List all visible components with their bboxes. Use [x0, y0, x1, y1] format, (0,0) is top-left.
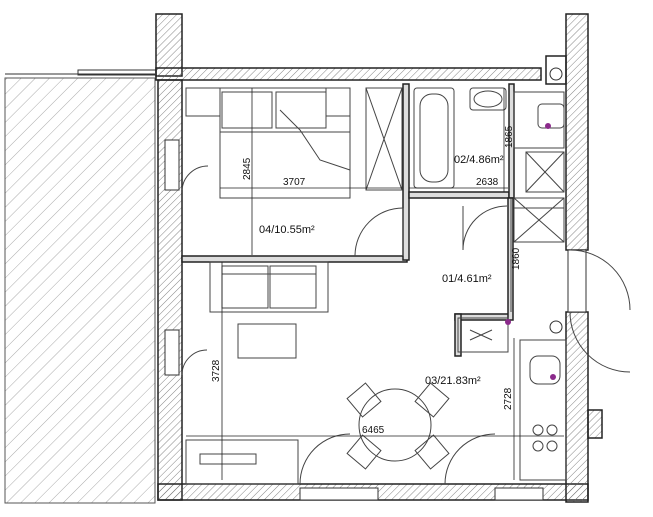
bed — [185, 87, 351, 199]
room-label-hall: 01/4.61m² — [442, 273, 492, 285]
kitchen-counter — [457, 317, 567, 481]
dining-table — [346, 382, 450, 470]
room-label-living: 03/21.83m² — [425, 375, 481, 387]
dim-bed-width: 3707 — [283, 177, 306, 188]
sofa — [209, 261, 329, 313]
room-label-bathroom: 02/4.86m² — [454, 154, 504, 166]
installation-markers — [505, 67, 563, 380]
hall-doors — [462, 205, 631, 373]
shower — [513, 91, 565, 193]
tv-stand — [185, 439, 299, 485]
coffee-table — [237, 323, 297, 359]
dim-kitchen-height: 2728 — [503, 387, 514, 410]
dim-bath-width: 2638 — [476, 177, 499, 188]
dim-hall-height: 1860 — [511, 247, 522, 270]
wardrobe — [365, 87, 403, 191]
bathtub — [413, 87, 455, 189]
washbasin — [469, 87, 507, 111]
interior-walls — [181, 55, 567, 357]
bedroom-door — [181, 165, 404, 257]
dim-bath-height: 1865 — [504, 125, 515, 148]
dim-living-width: 6465 — [362, 425, 385, 436]
exterior-walls — [155, 13, 603, 503]
living-doors — [181, 349, 496, 485]
hall-wardrobe — [513, 197, 565, 243]
dim-bed-height: 2845 — [242, 157, 253, 180]
dimension-lines — [186, 88, 564, 480]
balcony — [4, 69, 157, 504]
room-label-bedroom: 04/10.55m² — [259, 224, 315, 236]
dim-living-height: 3728 — [211, 359, 222, 382]
